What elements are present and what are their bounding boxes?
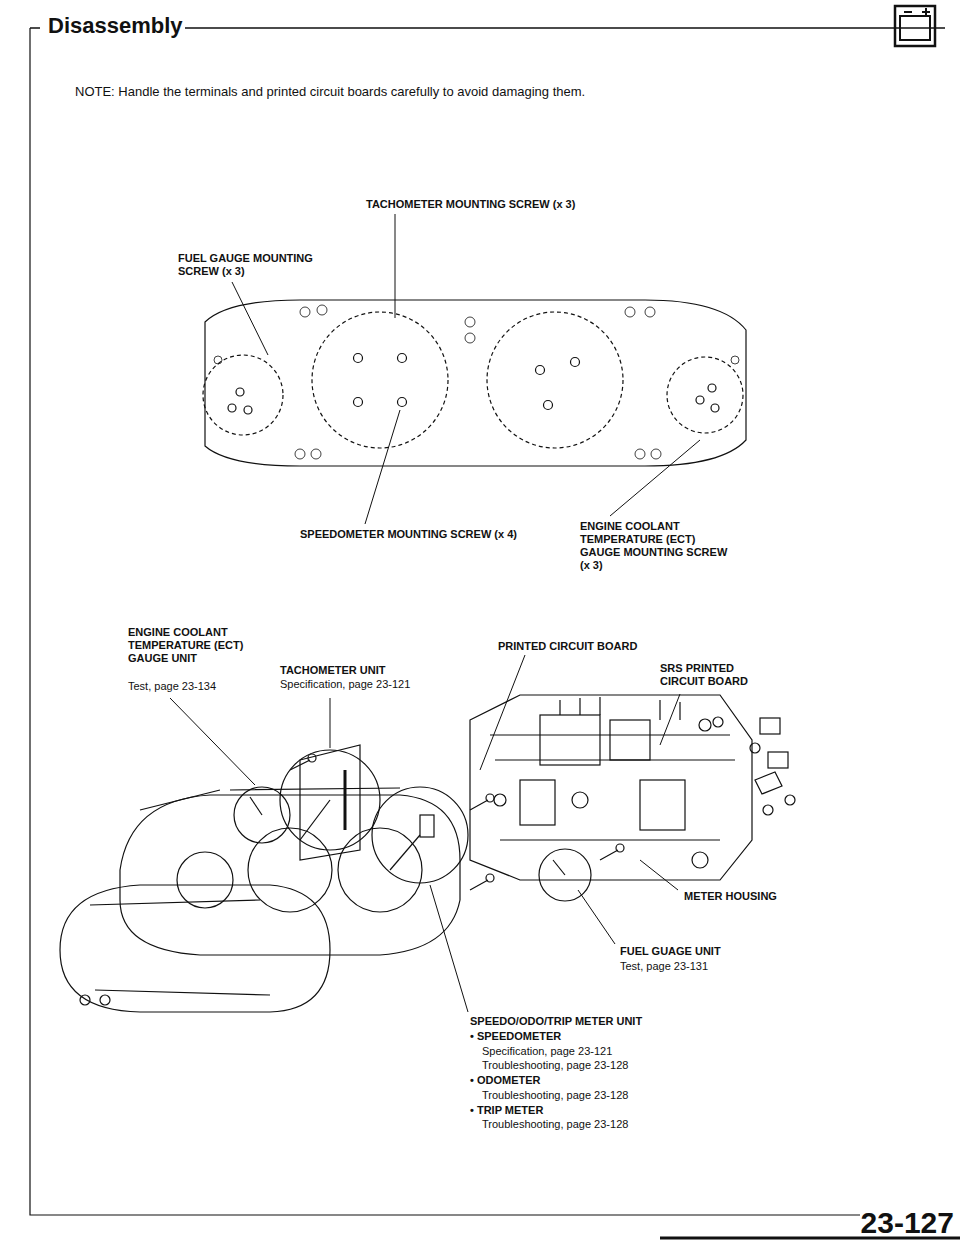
part-label: ENGINE COOLANT TEMPERATURE (ECT) GAUGE U… xyxy=(128,626,278,665)
screws xyxy=(290,754,624,890)
lens xyxy=(60,885,330,1012)
page-reference: Specification, page 23-121 xyxy=(482,1045,612,1058)
screw-label: TACHOMETER MOUNTING SCREW (x 3) xyxy=(366,198,575,211)
page-reference: Test, page 23-134 xyxy=(128,680,216,693)
part-label: SRS PRINTED CIRCUIT BOARD xyxy=(660,662,780,688)
page-number: 23-127 xyxy=(861,1205,954,1240)
sub-item: • SPEEDOMETER xyxy=(470,1030,561,1043)
part-label: TACHOMETER UNIT xyxy=(280,664,386,677)
part-label: PRINTED CIRCUIT BOARD xyxy=(498,640,637,653)
gauge-units xyxy=(234,745,624,901)
leader-lines xyxy=(170,214,700,1012)
battery-icon xyxy=(895,6,935,46)
page-reference: Specification, page 23-121 xyxy=(280,678,410,691)
note-text: NOTE: Handle the terminals and printed c… xyxy=(75,84,585,99)
screw-label: ENGINE COOLANT TEMPERATURE (ECT) GAUGE M… xyxy=(580,520,730,572)
part-label: METER HOUSING xyxy=(684,890,777,903)
page-reference: Troubleshooting, page 23-128 xyxy=(482,1118,628,1131)
srs-board-parts xyxy=(699,717,795,815)
gauge-face xyxy=(203,300,746,466)
page-reference: Troubleshooting, page 23-128 xyxy=(482,1089,628,1102)
bezel xyxy=(120,788,460,955)
meter-housing xyxy=(470,695,752,880)
page-reference: Troubleshooting, page 23-128 xyxy=(482,1059,628,1072)
screw-label: FUEL GAUGE MOUNTING SCREW (x 3) xyxy=(178,252,318,278)
page-title: Disassembly xyxy=(48,13,183,39)
page-reference: Test, page 23-131 xyxy=(620,960,708,973)
screw-label: SPEEDOMETER MOUNTING SCREW (x 4) xyxy=(300,528,517,541)
sub-item: • TRIP METER xyxy=(470,1104,543,1117)
part-label: SPEEDO/ODO/TRIP METER UNIT xyxy=(470,1015,642,1028)
part-label: FUEL GUAGE UNIT xyxy=(620,945,721,958)
sub-item: • ODOMETER xyxy=(470,1074,540,1087)
